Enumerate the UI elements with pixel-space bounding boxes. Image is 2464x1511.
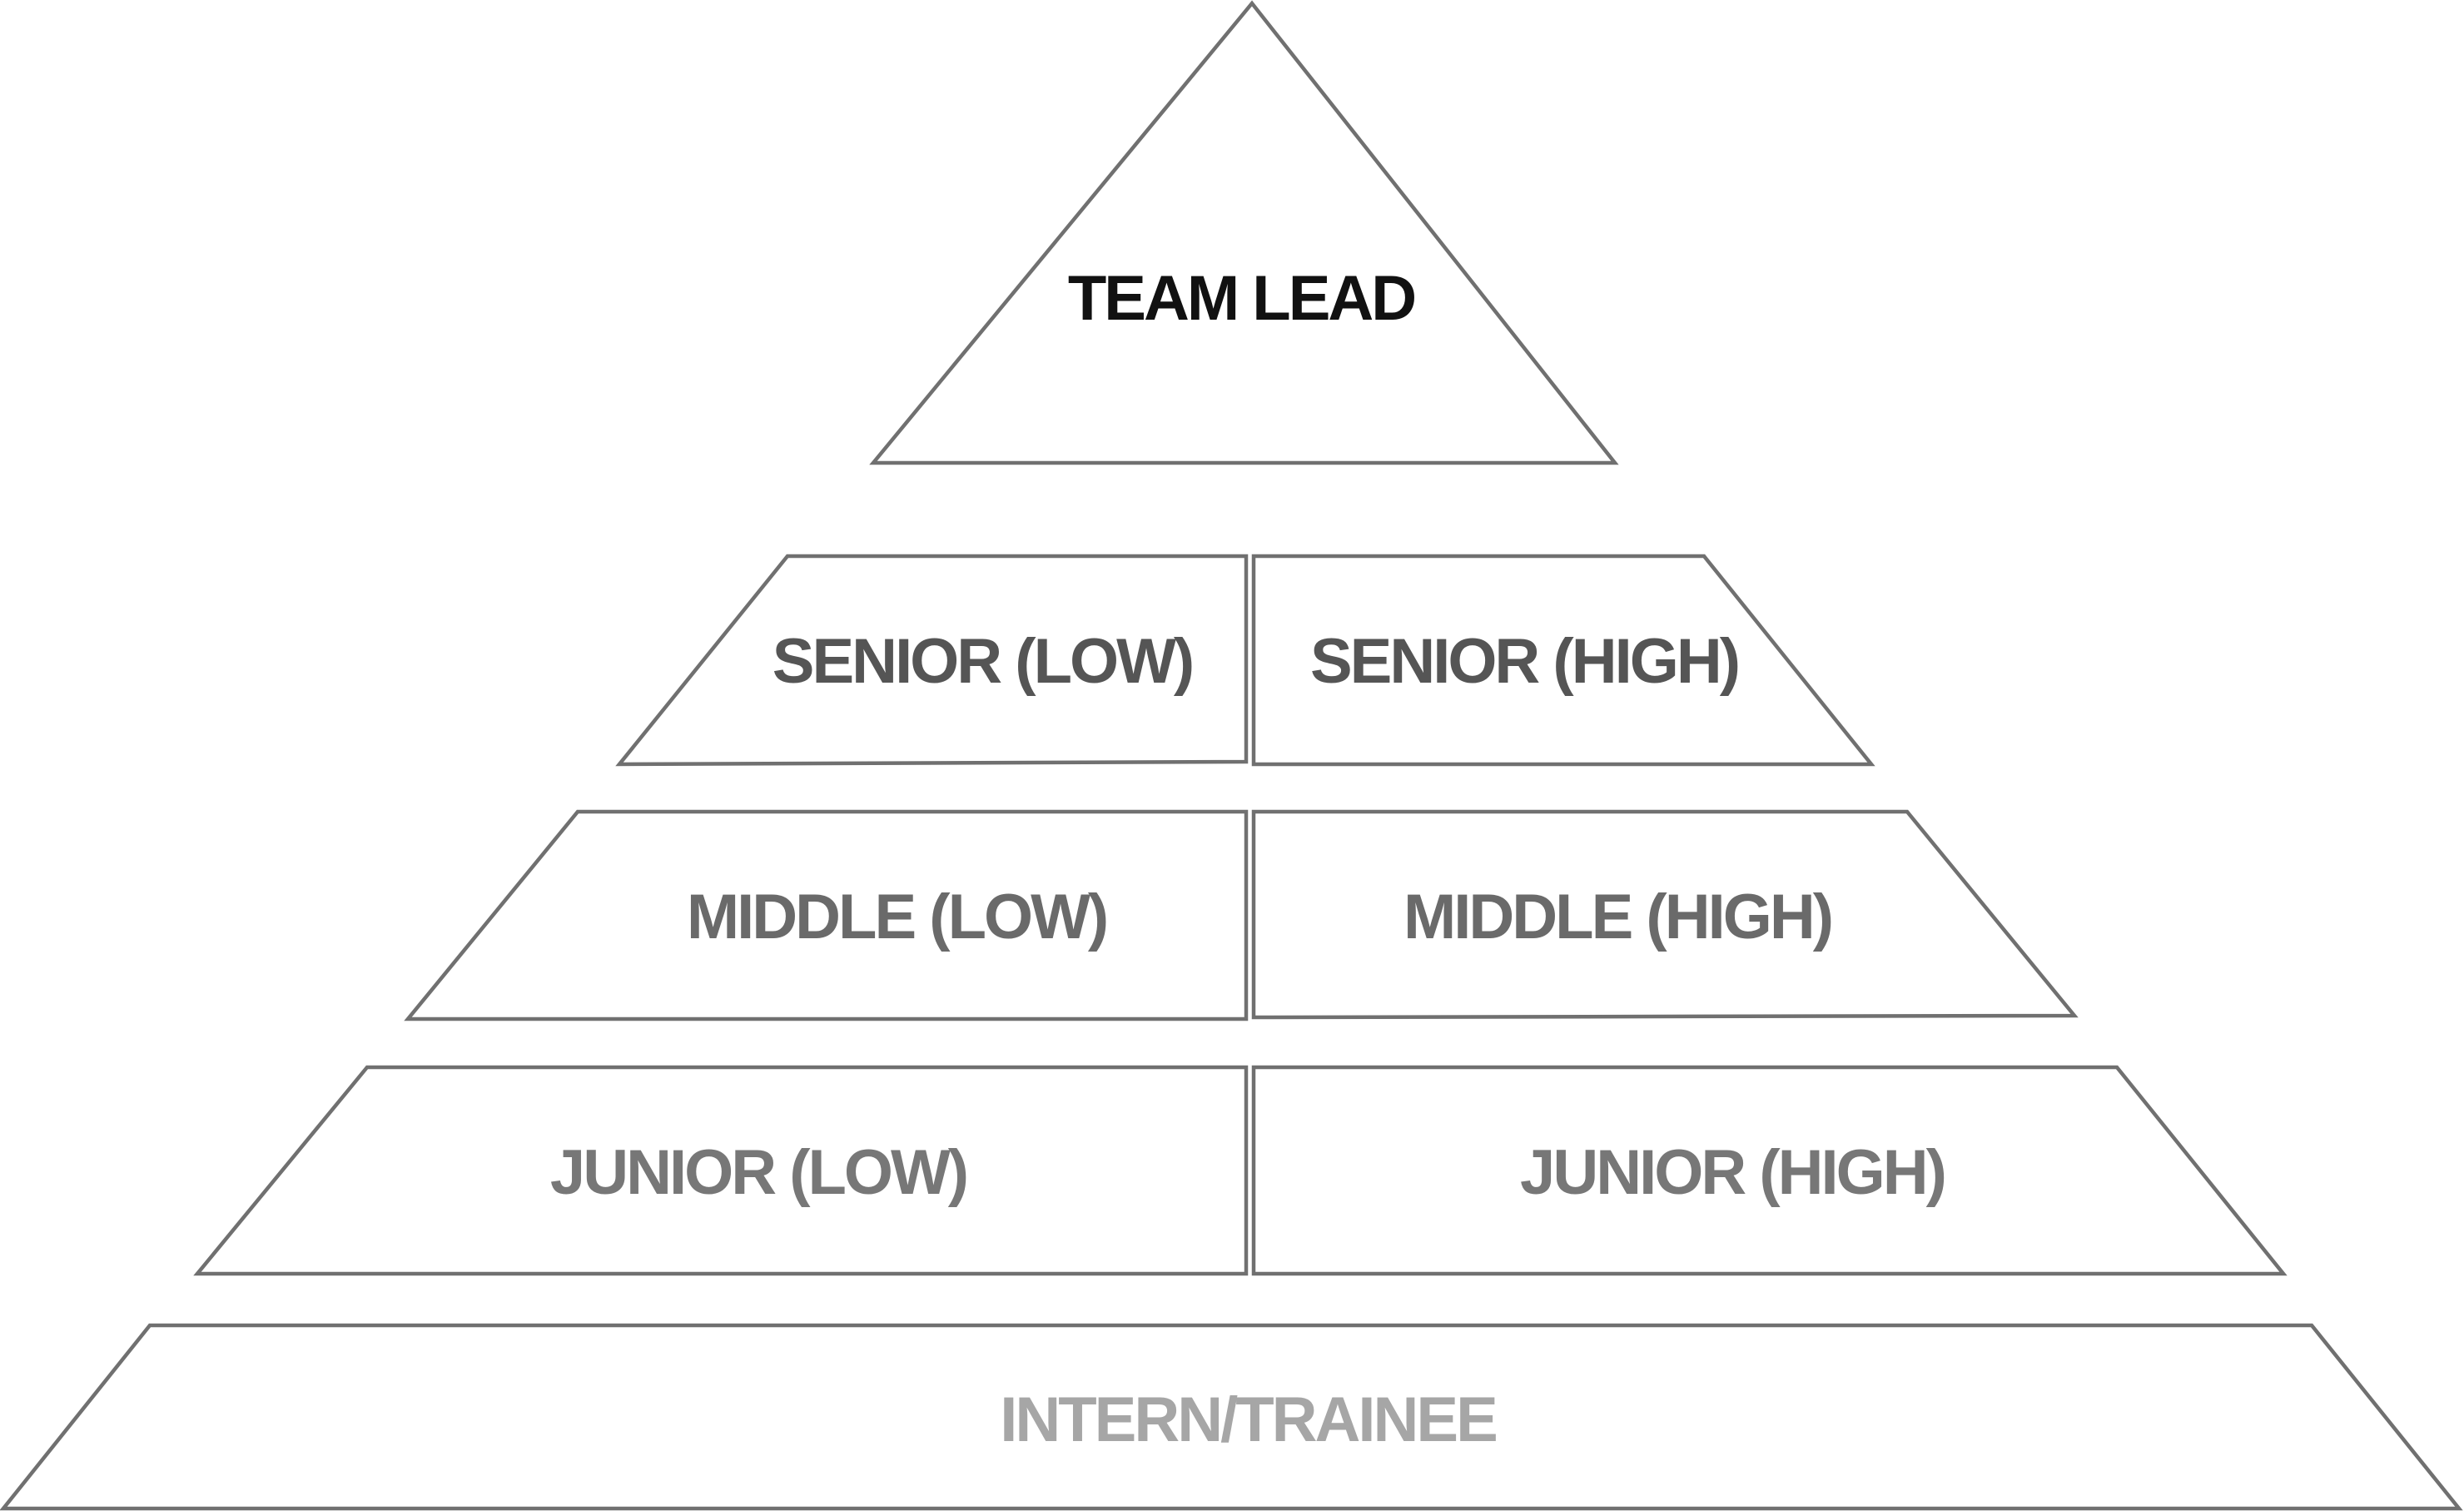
junior-low-tier bbox=[193, 1065, 1249, 1276]
senior-high-label: SENIOR (HIGH) bbox=[1310, 626, 1738, 697]
junior-high-label: JUNIOR (HIGH) bbox=[1520, 1137, 1945, 1208]
junior-high-tier bbox=[1251, 1065, 2288, 1276]
middle-high-label: MIDDLE (HIGH) bbox=[1403, 882, 1831, 952]
junior-low-label: JUNIOR (LOW) bbox=[550, 1137, 966, 1208]
middle-low-tier bbox=[404, 809, 1249, 1021]
senior-low-tier bbox=[615, 554, 1249, 767]
intern-tier bbox=[0, 1323, 2463, 1511]
team-lead-label: TEAM LEAD bbox=[1068, 263, 1414, 334]
middle-high-tier bbox=[1251, 809, 2079, 1020]
intern-label: INTERN/TRAINEE bbox=[1000, 1384, 1496, 1455]
team-lead-tier bbox=[869, 0, 1619, 465]
middle-low-label: MIDDLE (LOW) bbox=[687, 882, 1106, 952]
senior-low-label: SENIOR (LOW) bbox=[772, 626, 1192, 697]
senior-high-tier bbox=[1251, 554, 1875, 767]
